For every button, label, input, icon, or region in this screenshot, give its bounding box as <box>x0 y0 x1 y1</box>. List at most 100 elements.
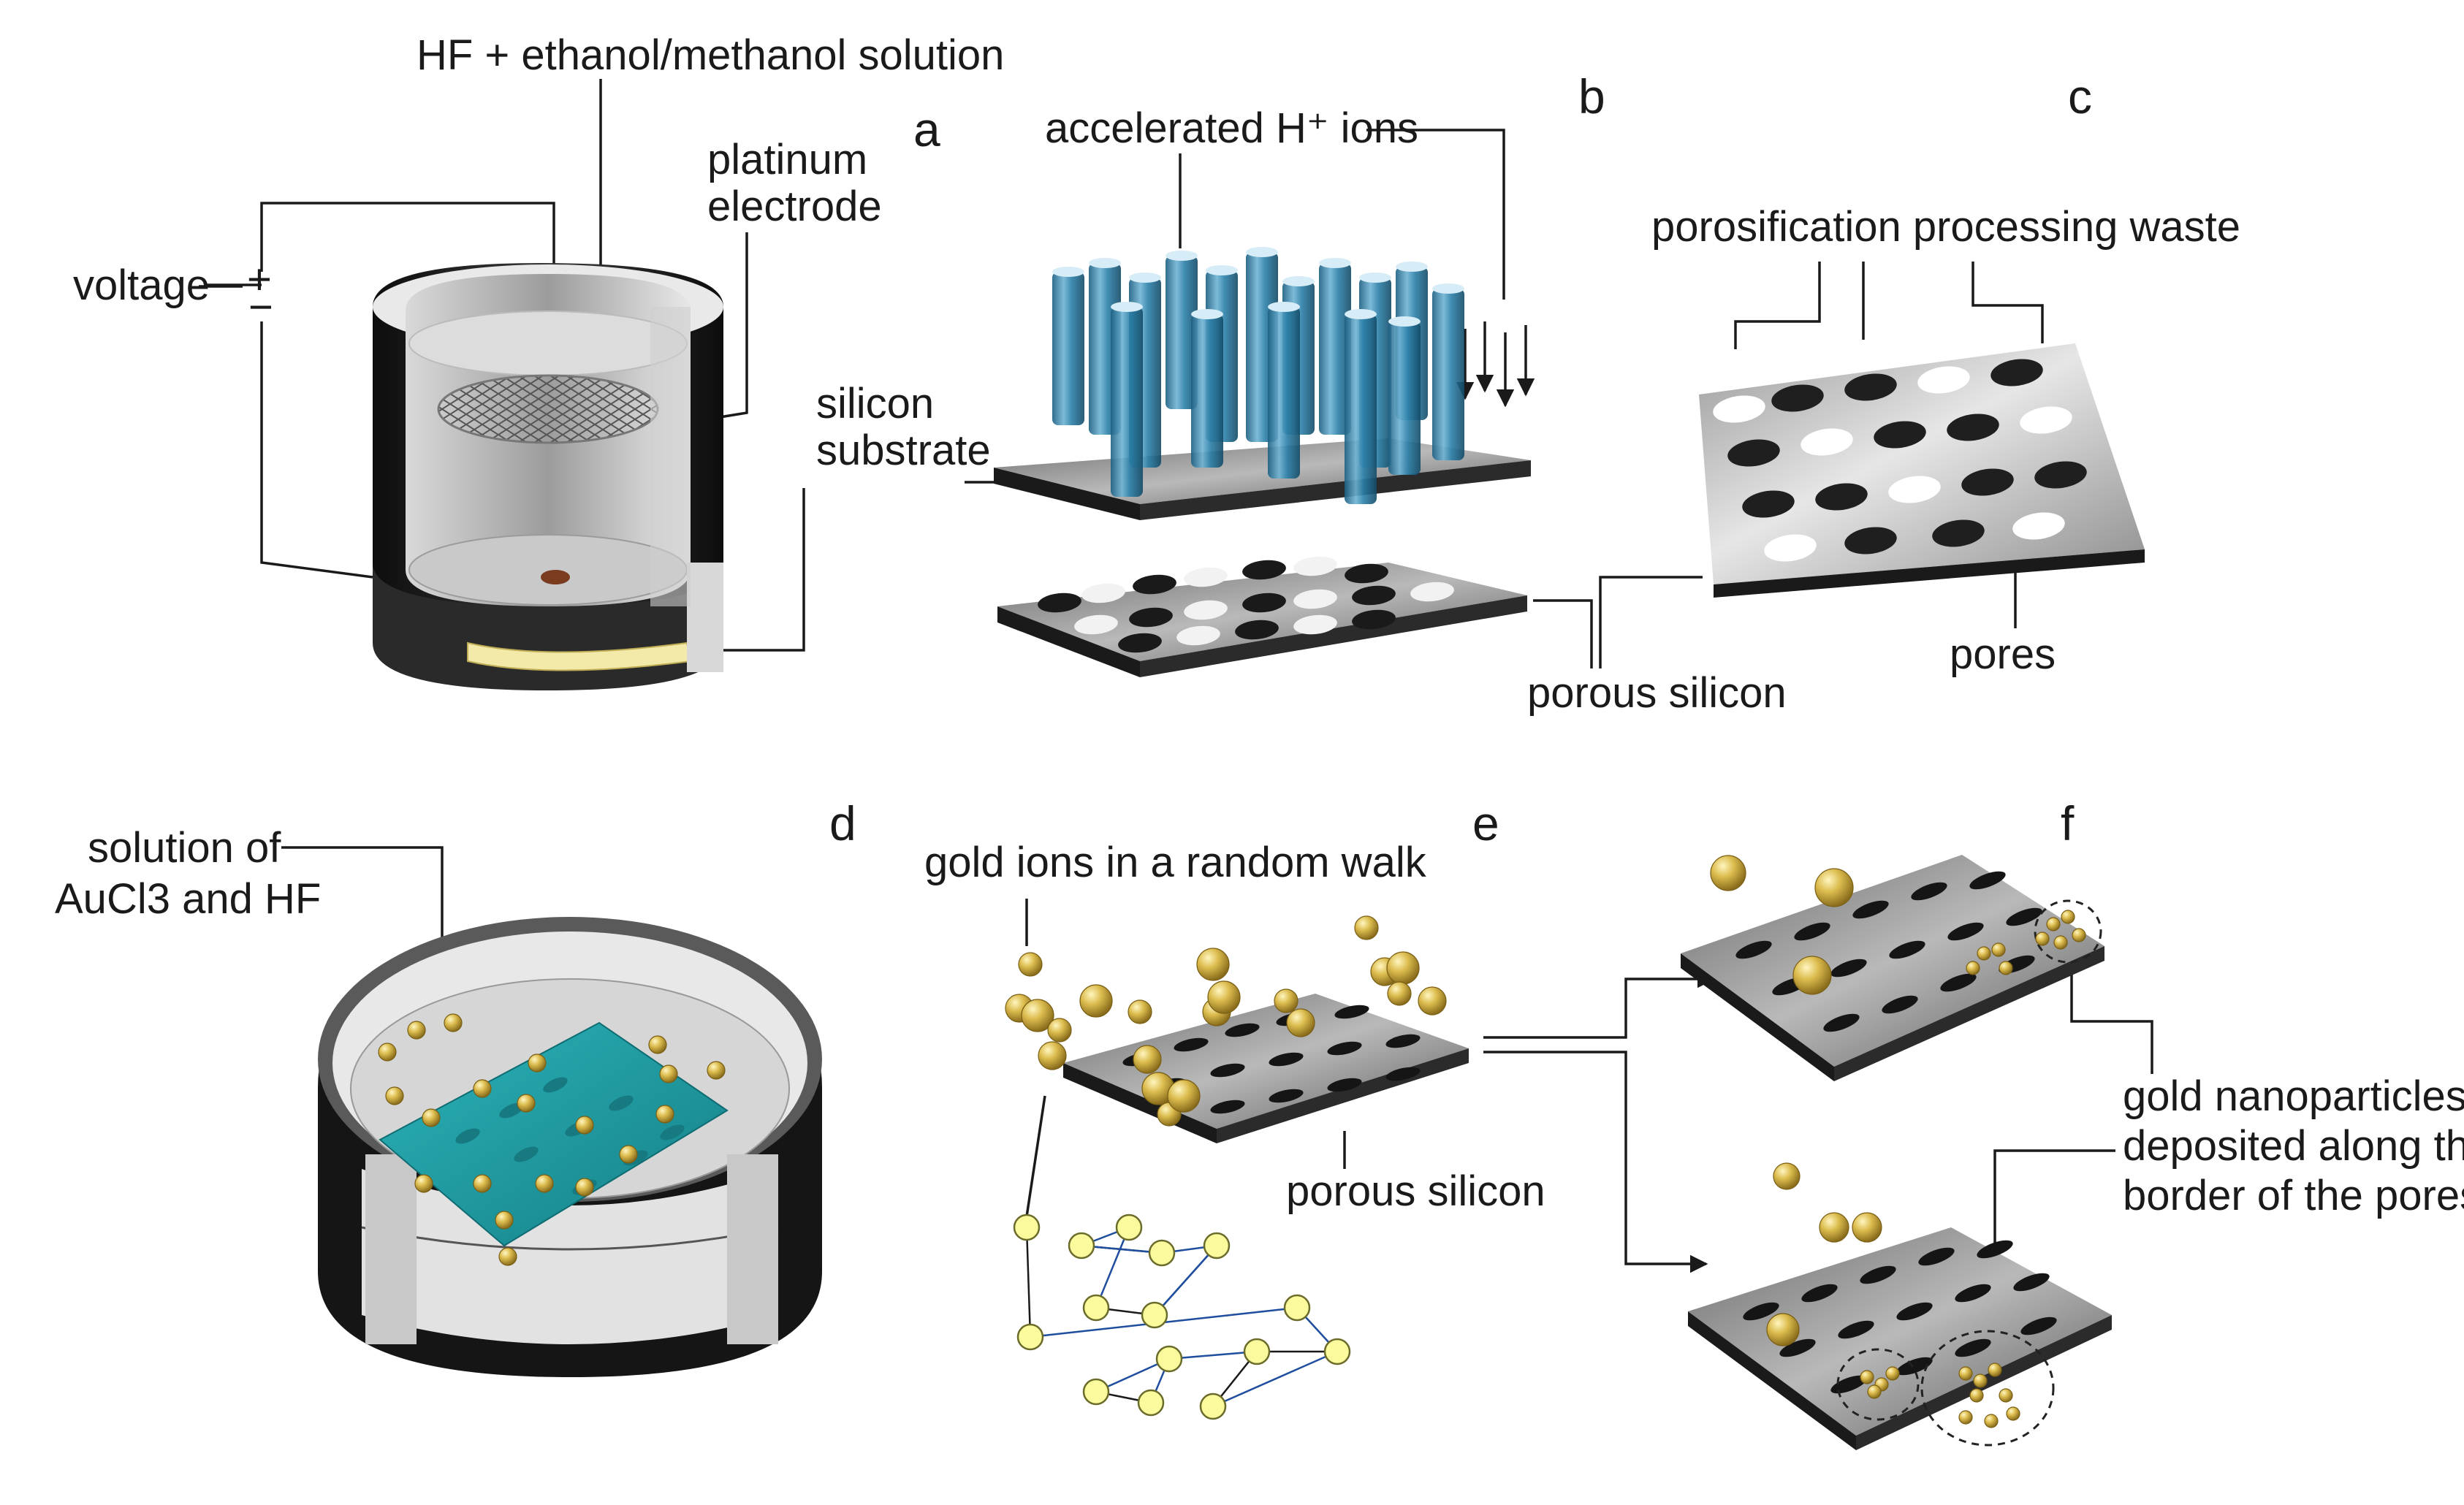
pore <box>1838 1320 1874 1339</box>
gold-particle <box>535 1174 554 1193</box>
panel-c-letter: c <box>2068 69 2092 123</box>
gold-particle <box>517 1094 536 1113</box>
panel-e-letter: e <box>1472 796 1499 850</box>
pore <box>660 1124 685 1140</box>
nano-label-2: deposited along the <box>2123 1122 2464 1170</box>
walk-node <box>1243 1338 1271 1365</box>
pore <box>1293 556 1337 576</box>
solution-d-label-2: AuCl3 and HF <box>55 875 321 923</box>
gold-particle <box>407 1021 426 1040</box>
gold-particle <box>498 1247 517 1266</box>
walk-node <box>1199 1392 1227 1420</box>
panel-f: f gold nanoparticles deposited along the… <box>1681 796 2464 1450</box>
gold-particle <box>1999 961 2013 975</box>
gold-particle <box>414 1174 433 1193</box>
pore <box>455 1128 480 1144</box>
porous-leader-1 <box>1533 599 1593 668</box>
pore <box>1896 1357 1933 1376</box>
pore <box>1352 585 1396 606</box>
ion-column <box>1052 272 1084 425</box>
gold-particle <box>1958 1366 1973 1381</box>
panel-d-letter: d <box>829 796 856 850</box>
pore <box>1896 1302 1933 1321</box>
gold-particle <box>1792 956 1832 995</box>
ion-column <box>1432 289 1464 460</box>
walk-step <box>1080 1241 1163 1254</box>
gold-particle <box>1387 981 1412 1006</box>
gold-particle <box>1128 999 1152 1024</box>
gold-particle <box>1047 1018 1072 1043</box>
wafer-f-top-pores <box>1735 871 2042 1032</box>
pore <box>1794 922 1830 941</box>
ion-arrows <box>1456 321 1535 408</box>
pore <box>1830 959 1867 978</box>
porous-leader-2 <box>1599 576 1703 668</box>
highlight-circle-top <box>2034 899 2102 964</box>
walk-step <box>1212 1350 1339 1408</box>
walk-node <box>1148 1239 1176 1267</box>
wafer-pores <box>1038 556 1454 653</box>
ion-column-top <box>1206 265 1238 275</box>
gold-particle <box>1977 946 1991 961</box>
ion-columns <box>1052 247 1464 504</box>
silicon-label: silicon <box>816 380 934 427</box>
walk-node <box>1155 1345 1183 1373</box>
pore <box>1327 1041 1362 1056</box>
walk-step <box>1095 1227 1130 1309</box>
pore <box>514 1146 539 1162</box>
pore <box>543 1077 568 1093</box>
porous-silicon-label-e: porous silicon <box>1286 1167 1545 1215</box>
pore <box>1385 1034 1421 1048</box>
gold-particle <box>619 1145 638 1164</box>
gold-particle <box>1966 961 1980 975</box>
pore <box>1801 428 1853 456</box>
walk-node <box>1013 1213 1041 1241</box>
gold-particle <box>1274 988 1298 1013</box>
pore <box>1225 1023 1260 1037</box>
gold-particle <box>1814 868 1854 907</box>
nano-label-1: gold nanoparticles <box>2123 1072 2464 1120</box>
pore <box>2020 1317 2057 1336</box>
pore <box>1133 574 1176 595</box>
voltage-label: voltage <box>73 262 210 309</box>
ion-column-top <box>1359 273 1391 283</box>
walk-step <box>1154 1244 1218 1316</box>
gold-particle <box>1133 1045 1162 1074</box>
gold-particle <box>495 1211 514 1230</box>
ions-label: accelerated H⁺ ions <box>1045 104 1418 152</box>
ion-column-top <box>1432 283 1464 294</box>
panel-b-letter: b <box>1578 69 1605 123</box>
pore <box>1235 620 1279 640</box>
ion-column-top <box>1319 258 1351 268</box>
pore <box>1242 593 1286 613</box>
highlight-circle-bottom-left <box>1836 1348 1920 1421</box>
pore <box>1210 1100 1245 1114</box>
panel-a: a HF + ethanol/methanol solution platinu… <box>73 31 1004 690</box>
platinum-mesh <box>437 374 659 444</box>
highlight-circle-bottom-right <box>1920 1330 2055 1447</box>
gold-particle <box>1021 999 1054 1032</box>
pore <box>1293 589 1337 609</box>
pore <box>1830 1375 1867 1394</box>
pore <box>1410 582 1454 602</box>
pore <box>1352 609 1396 630</box>
pore <box>1801 1284 1838 1303</box>
pore <box>1176 625 1220 646</box>
ion-column <box>1388 321 1421 475</box>
pore <box>1860 1265 1896 1284</box>
substrate-label: substrate <box>816 427 991 474</box>
walk-step <box>1025 1227 1032 1338</box>
pore <box>1742 490 1795 518</box>
pore <box>1210 1063 1245 1078</box>
gold-particle <box>1418 986 1447 1016</box>
pore <box>1727 439 1780 467</box>
walk-step <box>1168 1350 1258 1364</box>
gold-particle <box>707 1061 726 1080</box>
gold-particle <box>1969 1388 1984 1403</box>
gold-particle <box>2072 928 2086 942</box>
gold-particle <box>1885 1366 1900 1381</box>
pore <box>1735 940 1772 959</box>
gold-particle <box>1286 1008 1315 1037</box>
panel-d: d solution of AuCl3 and HF <box>55 796 856 1377</box>
teal-substrate <box>379 1021 729 1247</box>
